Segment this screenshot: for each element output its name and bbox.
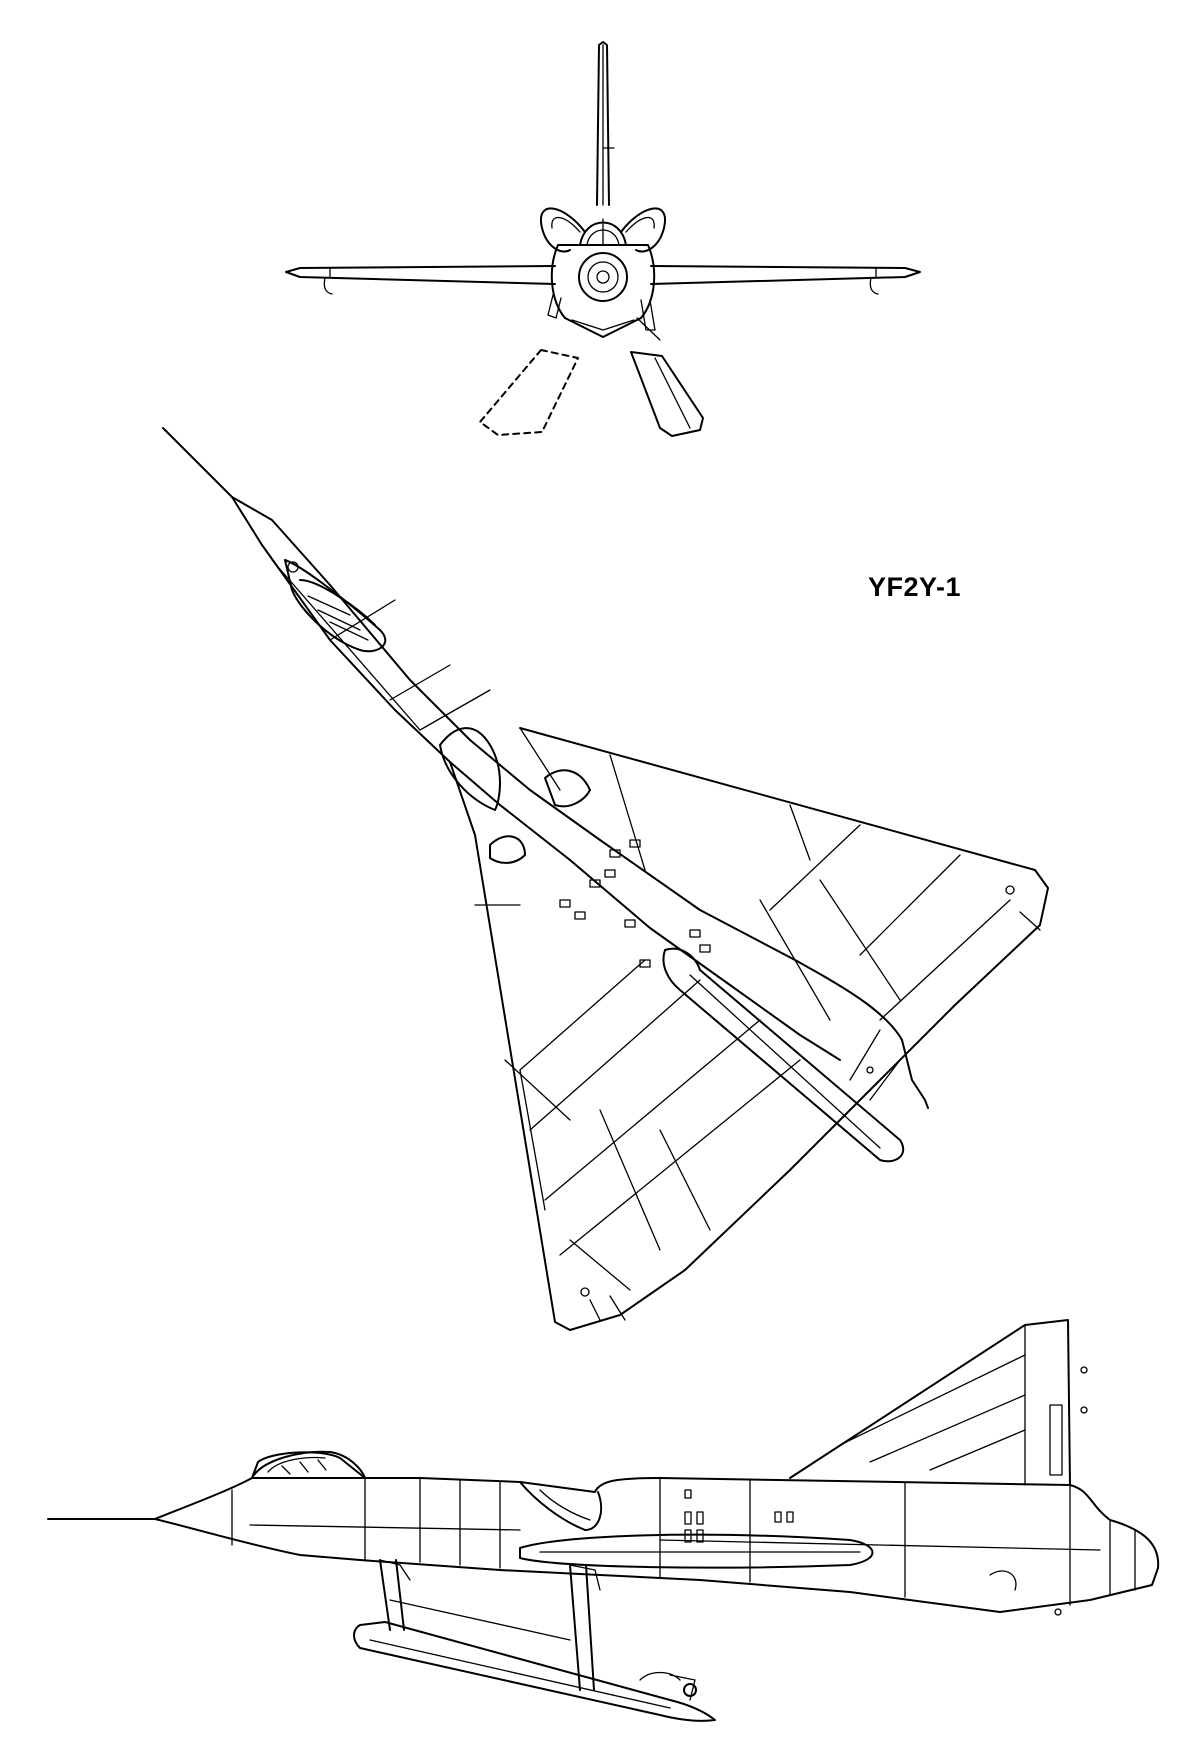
front-view-drawing bbox=[285, 41, 921, 437]
side-view-drawing bbox=[47, 1319, 1160, 1722]
top-view-drawing bbox=[162, 427, 1049, 1331]
aircraft-designation-label: YF2Y-1 bbox=[868, 572, 962, 602]
